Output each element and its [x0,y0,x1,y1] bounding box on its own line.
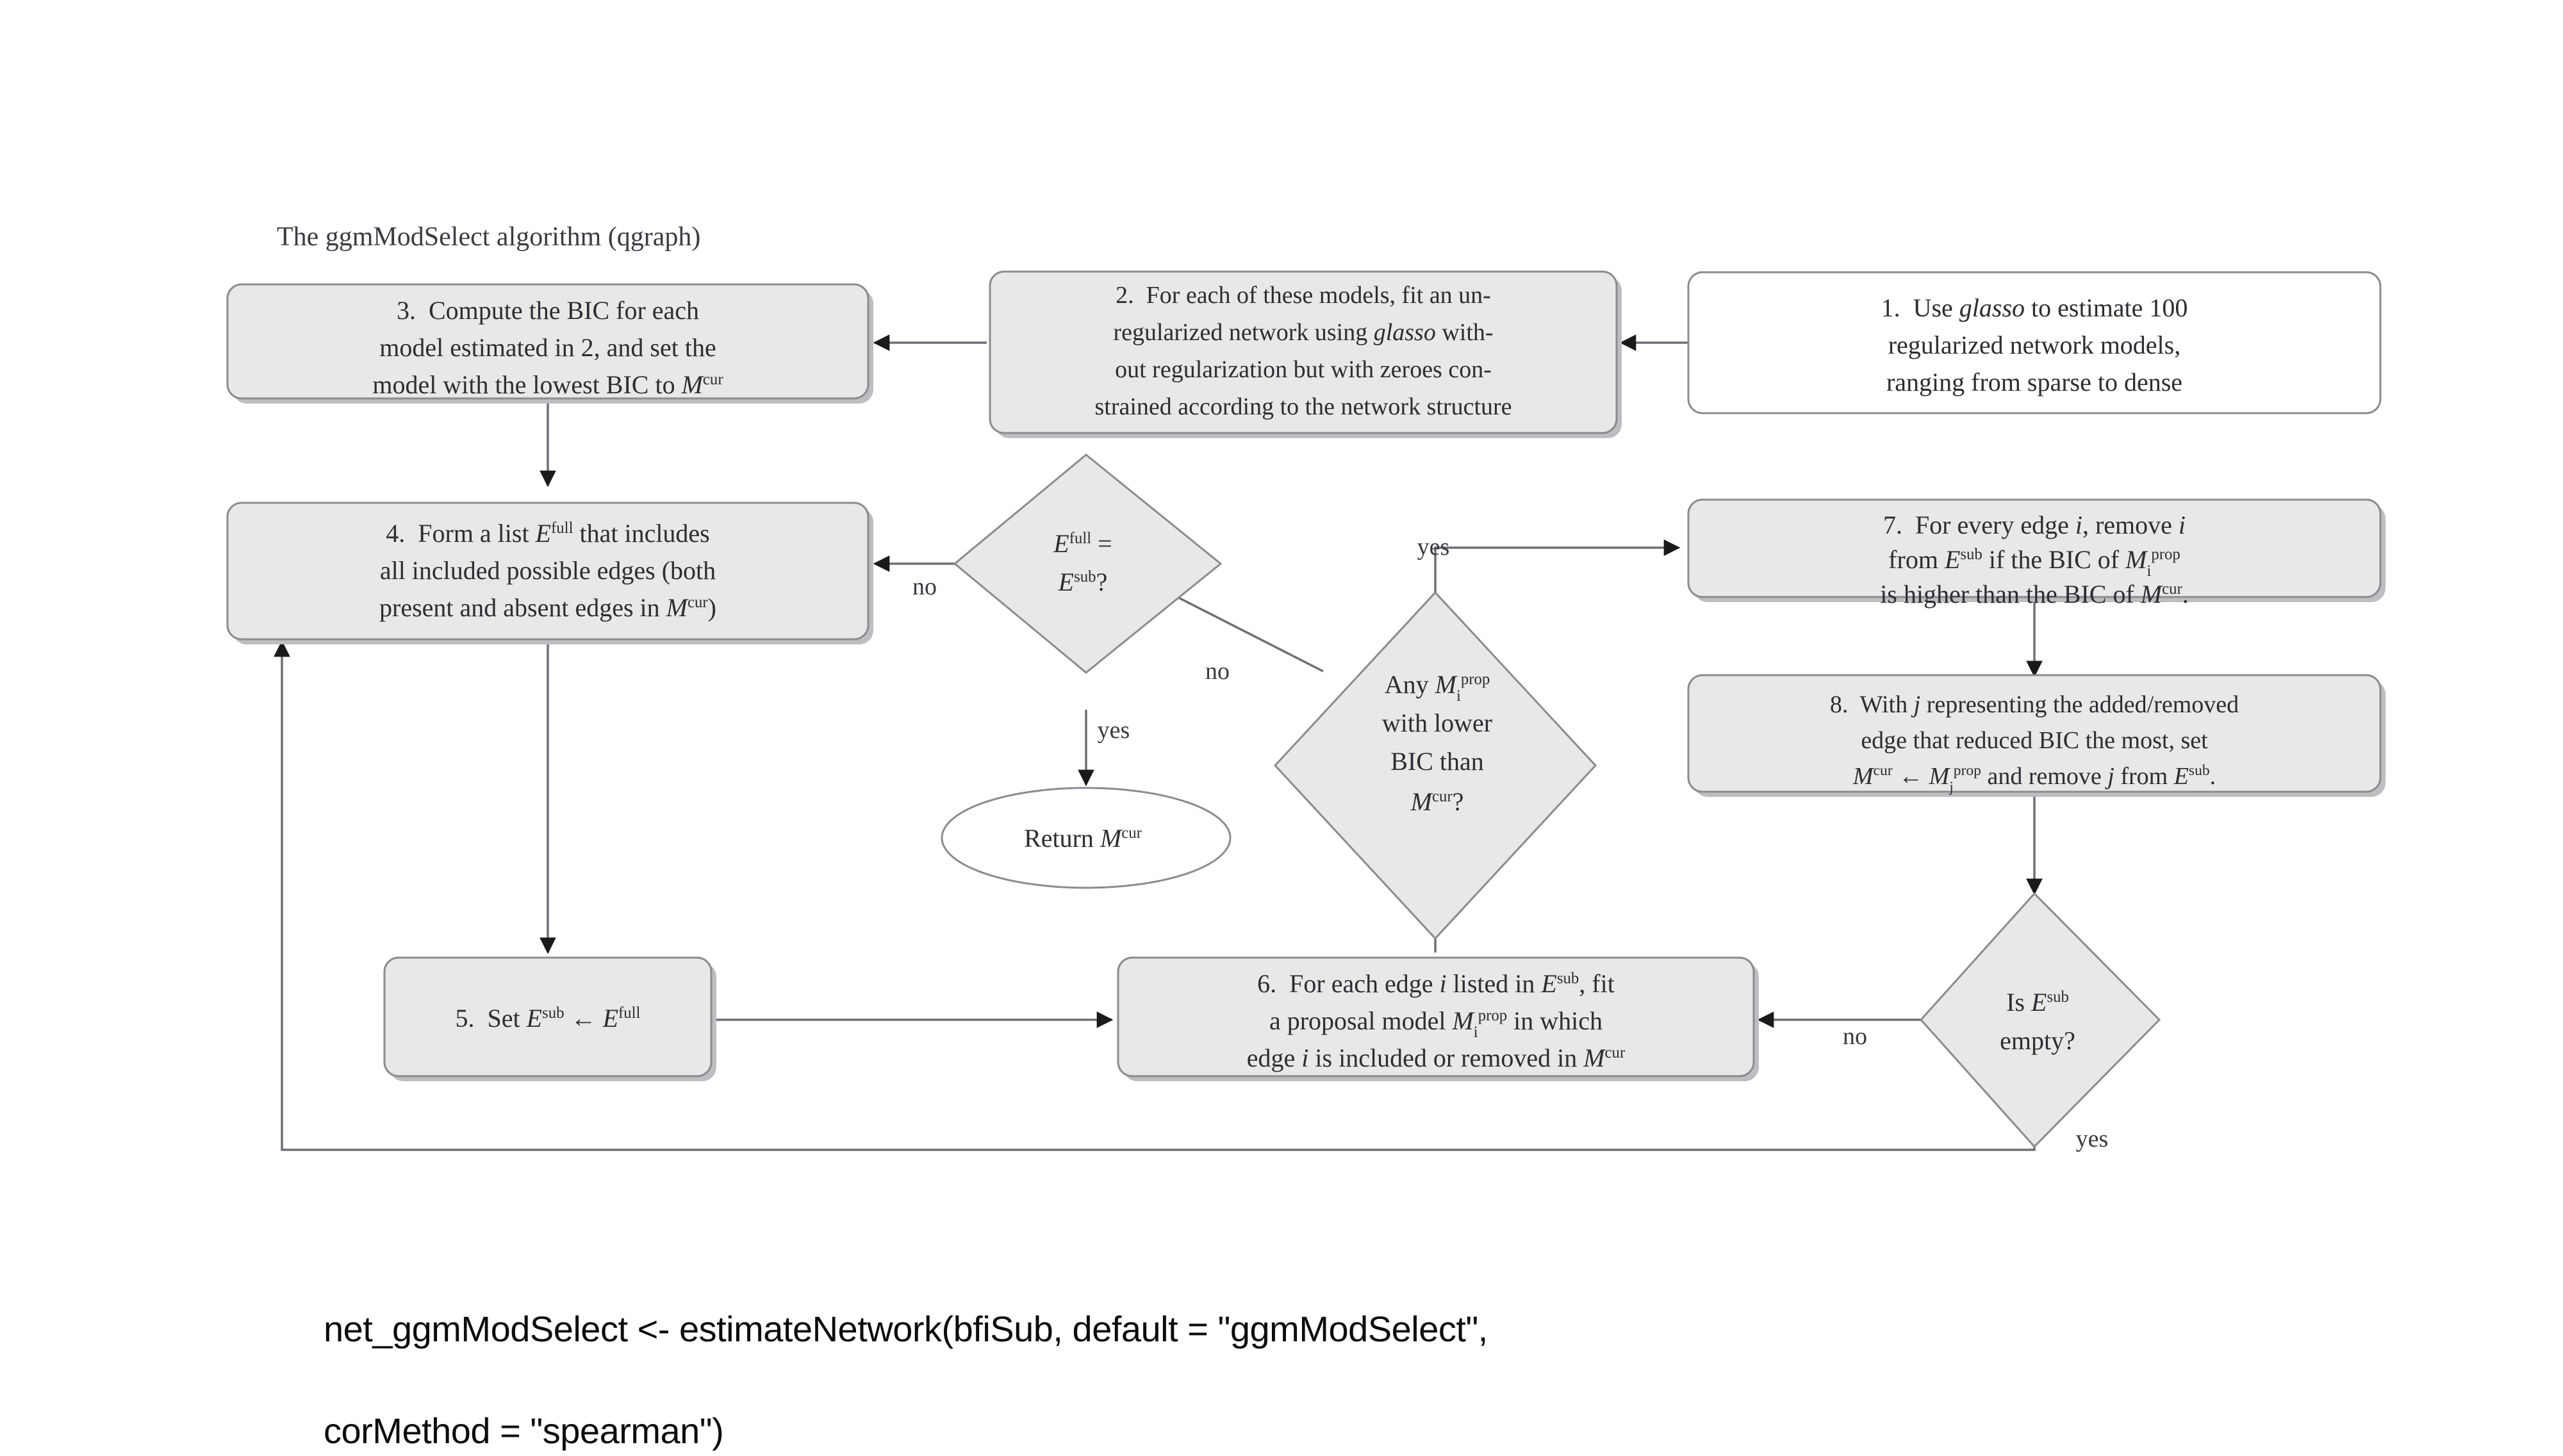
edge-label-d3-yes: yes [2076,1125,2109,1152]
edge-label-d1-yes: yes [1098,717,1130,744]
decision-2-line-3: BIC than [1390,747,1484,776]
edge-d3-to-4-yes [274,640,2036,1151]
decision-2-line-4: Mcur? [1410,787,1464,816]
node-8-line-1: 8. With j representing the added/removed [1830,691,2239,718]
node-7-line-1: 7. For every edge i, remove i [1883,511,2186,539]
node-4[interactable]: 4. Form a list Efull that includes all i… [226,502,873,644]
node-7-line-2: from Esub if the BIC of Miprop [1888,545,2180,580]
decision-1-shape[interactable] [953,454,1223,674]
code-caption-line-1: net_ggmModSelect <- estimateNetwork(bfiS… [324,1308,1488,1349]
node-2-line-4: strained according to the network struct… [1094,393,1512,420]
node-3[interactable]: 3. Compute the BIC for each model estima… [226,283,873,404]
node-1-line-3: ranging from sparse to dense [1886,368,2182,397]
node-2-line-3: out regularization but with zeroes con- [1115,356,1492,383]
node-8[interactable]: 8. With j representing the added/removed… [1687,674,2386,797]
node-2-line-2: regularized network using glasso with- [1113,319,1493,346]
node-1-line-2: regularized network models, [1888,331,2181,359]
node-8-line-3: Mcur ← Mjprop and remove j from Esub. [1852,762,2216,796]
decision-2-line-1: Any Miprop [1385,670,1490,705]
node-4-line-3: present and absent edges in Mcur) [379,593,716,622]
node-2[interactable]: 2. For each of these models, fit an un- … [989,270,1622,438]
edge-label-d1-no: no [912,573,937,600]
edge-label-d2-yes: yes [1417,534,1450,560]
decision-efull-equals-esub[interactable]: Efull = Esub? [953,454,1223,674]
node-8-shape[interactable] [1687,674,2382,793]
terminal-label: Return Mcur [1024,824,1142,853]
node-5-shape[interactable] [383,956,713,1077]
node-3-shape[interactable] [226,283,869,400]
code-caption-line-2: corMethod = "spearman") [324,1410,724,1451]
node-7-line-3: is higher than the BIC of Mcur. [1880,580,2189,609]
node-2-shape[interactable] [989,270,1618,434]
decision-3-line-1: Is Esub [2006,988,2069,1017]
node-1-line-1: 1. Use glasso to estimate 100 [1881,293,2188,322]
node-5-line-1: 5. Set Esub ← Efull [456,1004,641,1033]
edge-label-d2-no: no [1205,658,1230,685]
node-4-shape[interactable] [226,502,869,641]
node-1[interactable]: 1. Use glasso to estimate 100 regularize… [1687,271,2382,414]
terminal-return[interactable]: Return Mcur [941,787,1232,889]
node-3-line-2: model estimated in 2, and set the [379,333,716,362]
edge-d2-to-d1-no [1151,584,1324,673]
decision-2-shape[interactable] [1273,591,1597,940]
node-2-line-1: 2. For each of these models, fit an un- [1116,282,1491,309]
node-6-line-3: edge i is included or removed in Mcur [1247,1043,1626,1072]
decision-1-line-2: Esub? [1058,568,1108,596]
node-4-line-1: 4. Form a list Efull that includes [386,519,710,548]
node-8-line-2: edge that reduced BIC the most, set [1861,727,2208,754]
connectors [274,334,2043,1151]
decision-3-line-2: empty? [2000,1026,2075,1055]
node-4-line-2: all included possible edges (both [380,556,716,585]
node-6-line-2: a proposal model Miprop in which [1269,1006,1603,1041]
node-6-shape[interactable] [1117,956,1755,1077]
decision-esub-empty[interactable]: Is Esub empty? [1919,892,2161,1149]
decision-any-lower-bic[interactable]: Any Miprop with lower BIC than Mcur? [1273,591,1597,940]
diagram-title: The ggmModSelect algorithm (qgraph) [277,222,700,252]
decision-2-line-2: with lower [1382,708,1492,737]
node-3-line-1: 3. Compute the BIC for each [397,296,699,325]
decision-1-line-1: Efull = [1053,529,1112,558]
edge-labels: no yes yes no no yes [912,534,2108,1152]
node-6[interactable]: 6. For each edge i listed in Esub, fit a… [1117,956,1759,1081]
node-7[interactable]: 7. For every edge i, remove i from Esub … [1687,498,2386,609]
edge-label-d3-no: no [1843,1023,1867,1050]
code-caption: net_ggmModSelect <- estimateNetwork(bfiS… [324,1252,2054,1456]
node-6-line-1: 6. For each edge i listed in Esub, fit [1257,969,1615,998]
node-3-line-3: model with the lowest BIC to Mcur [372,370,723,399]
decision-3-shape[interactable] [1919,892,2161,1149]
node-7-shape[interactable] [1687,498,2382,598]
edge-d2-to-7-yes [1434,539,1681,593]
node-5[interactable]: 5. Set Esub ← Efull [383,956,716,1081]
terminal-shape[interactable] [941,787,1232,889]
node-1-shape[interactable] [1687,271,2382,414]
